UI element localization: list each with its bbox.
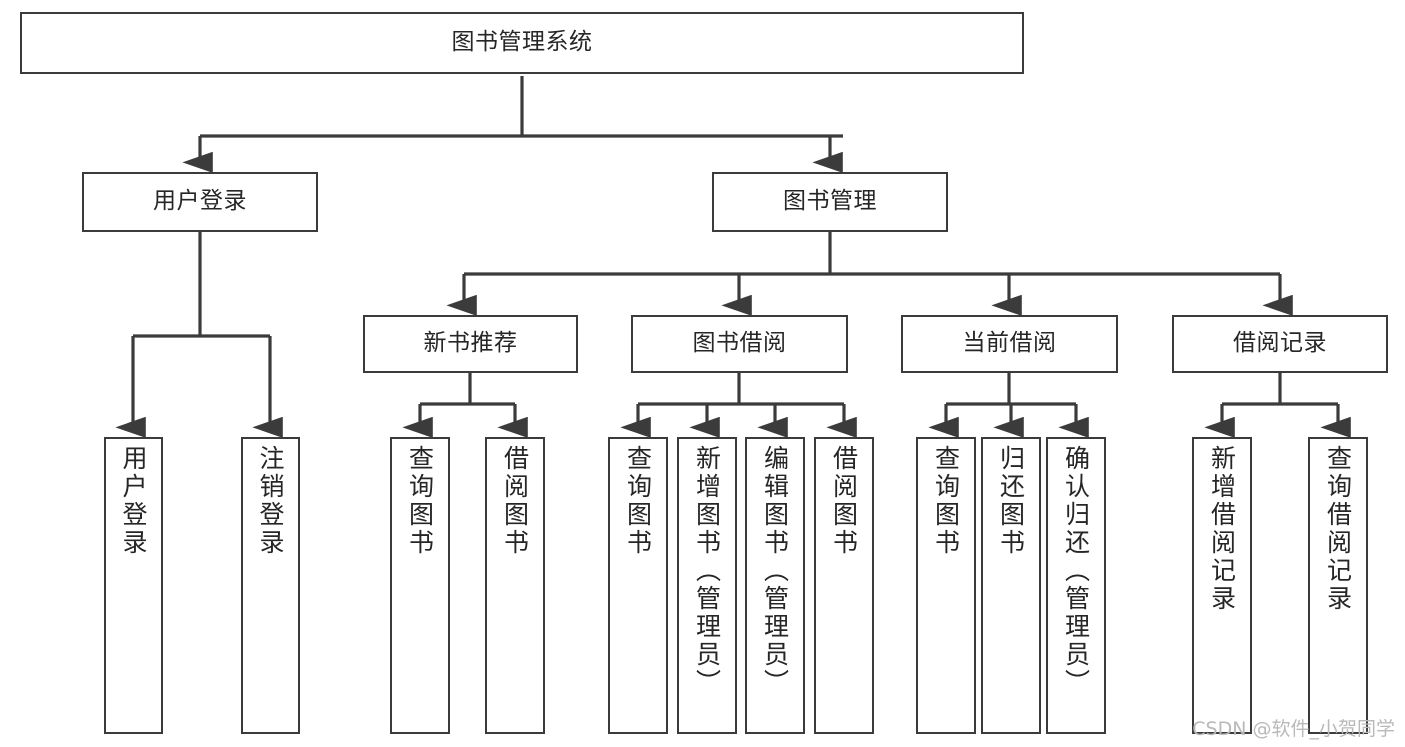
leaf-borrow-book-1[interactable]: 借阅图书	[485, 437, 545, 734]
leaf-user-login-label: 用户登录	[119, 445, 148, 557]
node-book-borrow-label: 图书借阅	[692, 330, 787, 357]
leaf-query-record[interactable]: 查询借阅记录	[1308, 437, 1368, 734]
node-user-login-label: 用户登录	[153, 188, 247, 215]
leaf-add-record[interactable]: 新增借阅记录	[1192, 437, 1252, 734]
leaf-query-book-2-label: 查询图书	[623, 445, 653, 557]
leaf-borrow-book-2[interactable]: 借阅图书	[814, 437, 874, 734]
leaf-logout[interactable]: 注销登录	[241, 437, 300, 734]
leaf-user-login[interactable]: 用户登录	[104, 437, 163, 734]
leaf-return-book-label: 归还图书	[996, 445, 1026, 557]
node-new-book-recommend[interactable]: 新书推荐	[363, 315, 578, 373]
node-new-book-recommend-label: 新书推荐	[423, 330, 518, 357]
leaf-query-record-label: 查询借阅记录	[1323, 445, 1353, 613]
leaf-query-book-1-label: 查询图书	[405, 445, 435, 557]
leaf-confirm-return-label: 确认归还（管理员）	[1061, 445, 1091, 697]
csdn-watermark: CSDN @软件_小贺同学	[1192, 718, 1395, 740]
leaf-confirm-return[interactable]: 确认归还（管理员）	[1046, 437, 1106, 734]
node-book-manage-label: 图书管理	[783, 188, 877, 215]
leaf-edit-book-label: 编辑图书（管理员）	[760, 445, 790, 697]
node-current-borrow-label: 当前借阅	[962, 330, 1057, 357]
leaf-borrow-book-1-label: 借阅图书	[500, 445, 530, 557]
leaf-return-book[interactable]: 归还图书	[981, 437, 1041, 734]
node-root[interactable]: 图书管理系统	[20, 12, 1024, 74]
leaf-query-book-1[interactable]: 查询图书	[390, 437, 450, 734]
leaf-borrow-book-2-label: 借阅图书	[829, 445, 859, 557]
node-borrow-record[interactable]: 借阅记录	[1172, 315, 1388, 373]
leaf-edit-book[interactable]: 编辑图书（管理员）	[745, 437, 805, 734]
node-root-label: 图书管理系统	[451, 29, 593, 56]
leaf-add-record-label: 新增借阅记录	[1207, 445, 1237, 613]
leaf-query-book-2[interactable]: 查询图书	[608, 437, 668, 734]
node-current-borrow[interactable]: 当前借阅	[901, 315, 1118, 373]
leaf-add-book[interactable]: 新增图书（管理员）	[677, 437, 737, 734]
leaf-add-book-label: 新增图书（管理员）	[692, 445, 722, 697]
leaf-logout-label: 注销登录	[256, 445, 285, 557]
node-user-login[interactable]: 用户登录	[82, 172, 318, 232]
node-borrow-record-label: 借阅记录	[1233, 330, 1327, 357]
leaf-query-book-3-label: 查询图书	[931, 445, 961, 557]
node-book-manage[interactable]: 图书管理	[712, 172, 948, 232]
leaf-query-book-3[interactable]: 查询图书	[916, 437, 976, 734]
node-book-borrow[interactable]: 图书借阅	[631, 315, 848, 373]
